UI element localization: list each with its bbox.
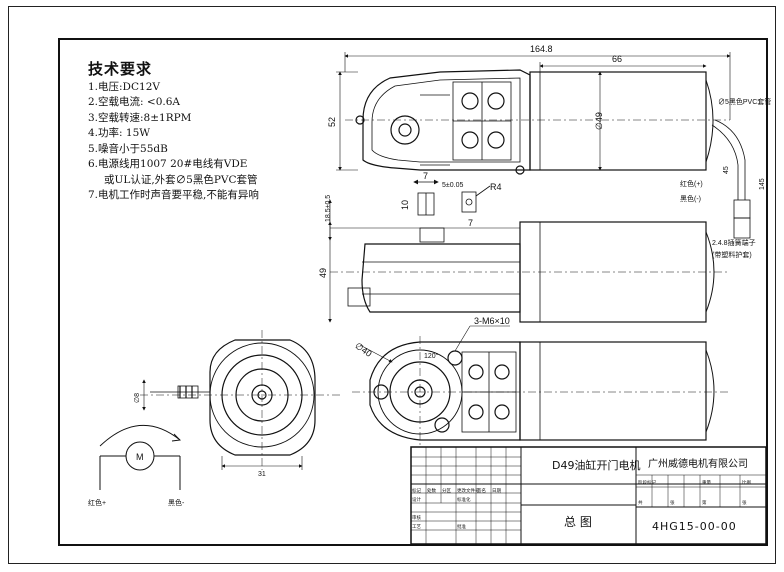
stage-cell: 重量 bbox=[702, 479, 711, 486]
top-view bbox=[345, 69, 751, 239]
requirement-item: 7.电机工作时声音要平稳,不能有异响 bbox=[88, 189, 259, 201]
dim-shaft-len: 7 bbox=[423, 171, 428, 181]
role-cell: 标准化 bbox=[457, 496, 471, 503]
dim-angle: 120° bbox=[424, 352, 439, 360]
rev-cell: 处数 bbox=[427, 487, 436, 494]
technical-requirements: 技术要求 1.电压:DC12V 2.空载电流: <0.6A 3.空载转速:8±1… bbox=[88, 60, 328, 204]
title-block bbox=[410, 446, 767, 545]
role-cell: 审核 bbox=[412, 514, 421, 521]
dim-side-height: 49 bbox=[318, 268, 328, 278]
gearbox-outline bbox=[362, 69, 531, 171]
dim-tolerance: 18.5±0.5 bbox=[325, 195, 332, 222]
dim-overall-length: 164.8 bbox=[530, 44, 553, 54]
rev-cell: 签名 bbox=[477, 487, 486, 494]
dim-diameter: ∅49 bbox=[594, 112, 604, 130]
sheet-cell: 张 bbox=[670, 499, 675, 506]
dim-shaft-dia: ∅8 bbox=[134, 393, 141, 403]
gearbox-side bbox=[361, 243, 521, 313]
motor-symbol: M bbox=[136, 452, 144, 462]
motor-can bbox=[529, 71, 707, 171]
requirement-item: 3.空载转速:8±1RPM bbox=[88, 111, 192, 124]
drawing-number: 4HG15-00-00 bbox=[652, 520, 737, 533]
stage-cell: 阶段标记 bbox=[638, 479, 656, 486]
sheet-cell: 第 bbox=[702, 499, 707, 506]
requirements-title: 技术要求 bbox=[88, 60, 153, 78]
pvc-sleeve-label: ∅5黑色PVC套管 bbox=[718, 97, 771, 106]
requirement-item: 6.电源线用1007 20#电线有VDE bbox=[88, 158, 248, 170]
rev-cell: 标记 bbox=[412, 487, 421, 494]
requirement-item: 1.电压:DC12V bbox=[88, 80, 160, 93]
dim-width-31: 31 bbox=[258, 471, 266, 478]
dim-shaft-10: 10 bbox=[400, 200, 410, 210]
side-view bbox=[330, 221, 730, 323]
role-cell: 工艺 bbox=[412, 524, 421, 530]
dim-motor-length: 66 bbox=[612, 54, 622, 64]
end-view bbox=[140, 330, 340, 470]
stage-cell: 比例 bbox=[742, 479, 751, 486]
wire-black-label: 黑色(-) bbox=[680, 194, 701, 203]
motor-bottom bbox=[519, 341, 707, 441]
schematic-black-label: 黑色- bbox=[168, 498, 185, 507]
dim-small-detail: 5±0.05 bbox=[442, 182, 463, 189]
shaft-detail bbox=[413, 179, 491, 216]
dim-key-7: 7 bbox=[468, 218, 473, 228]
requirement-item: 2.空载电流: <0.6A bbox=[88, 96, 180, 108]
terminal-label: 2.4.8插簧端子 bbox=[712, 238, 756, 247]
wiring-schematic bbox=[99, 425, 181, 490]
requirement-item: 或UL认证,外套∅5黑色PVC套管 bbox=[104, 173, 258, 186]
rev-cell: 日期 bbox=[492, 488, 501, 494]
dim-lead-45: 45 bbox=[723, 166, 730, 174]
schematic-red-label: 红色+ bbox=[88, 498, 106, 507]
sheet-cell: 共 bbox=[638, 499, 643, 506]
inner-border bbox=[58, 38, 768, 546]
dim-radius: R4 bbox=[490, 182, 502, 192]
company-name: 广州威德电机有限公司 bbox=[648, 457, 748, 470]
sheet-cell: 张 bbox=[742, 499, 747, 506]
wire-red-label: 红色(+) bbox=[680, 179, 703, 188]
dim-height: 52 bbox=[327, 117, 337, 127]
role-cell: 设计 bbox=[412, 496, 421, 503]
role-cell: 批准 bbox=[457, 523, 466, 530]
requirement-item: 4.功率: 15W bbox=[88, 127, 151, 139]
revision-cells: 标记 处数 分区 更改文件号 签名 日期 设计 标准化 审核 工艺 批准 阶段标… bbox=[412, 479, 751, 530]
dim-hole-spec: 3-M6×10 bbox=[474, 316, 510, 326]
outer-border bbox=[8, 6, 776, 564]
bottom-view bbox=[352, 336, 730, 448]
dim-lead-145: 145 bbox=[759, 178, 766, 190]
rev-cell: 更改文件号 bbox=[457, 487, 480, 494]
product-name: D49油缸开门电机 bbox=[552, 458, 640, 472]
terminal-sublabel: (带塑料护套) bbox=[712, 250, 752, 259]
dim-bolt-circle: ∅40 bbox=[353, 340, 373, 358]
rev-cell: 分区 bbox=[442, 487, 451, 494]
drawing-title: 总 图 bbox=[564, 515, 592, 529]
requirement-item: 5.噪音小于55dB bbox=[88, 142, 168, 155]
top-dimensions bbox=[336, 52, 731, 171]
